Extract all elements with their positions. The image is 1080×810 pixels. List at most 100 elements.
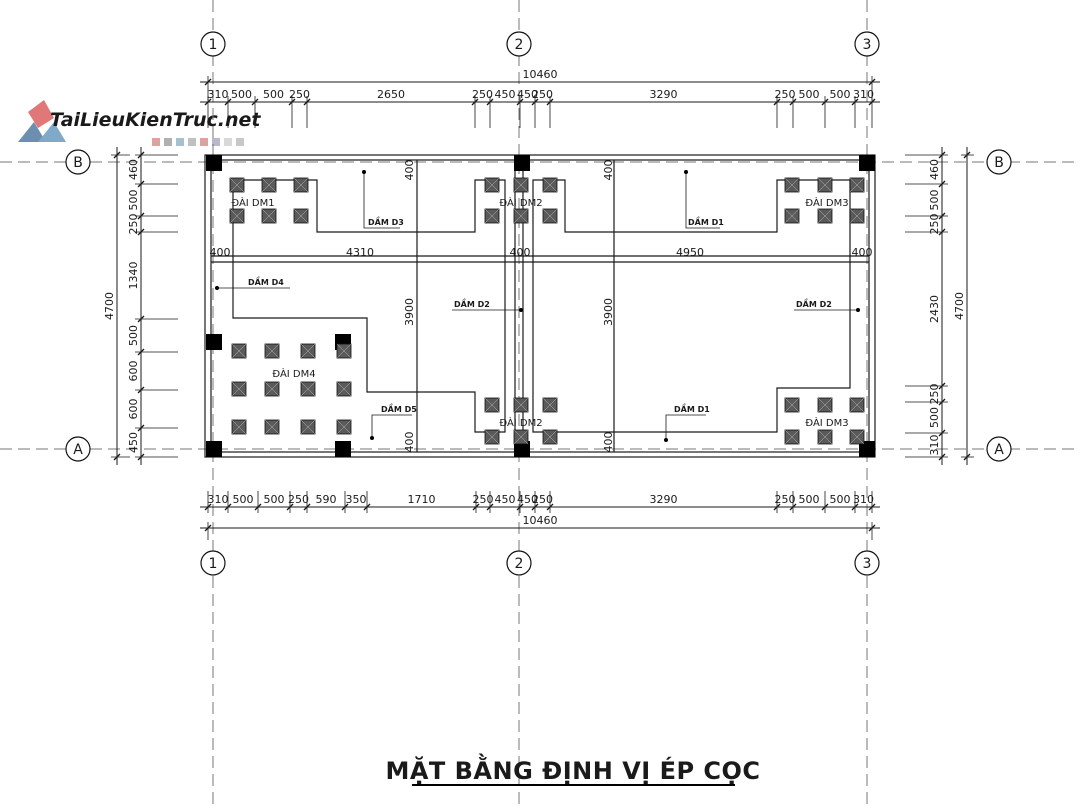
- axis-bubble-3-top: 3: [854, 31, 880, 57]
- dim-right-chain: 500: [928, 190, 941, 211]
- dim-top-chain: 500: [799, 88, 820, 101]
- axis-bubble-b-left: B: [65, 149, 91, 175]
- beam-label-d1-top: DẦM D1: [688, 215, 724, 227]
- dim-right-chain: 310: [928, 435, 941, 456]
- dim-bottom-chain: 350: [346, 493, 367, 506]
- pile: [336, 381, 352, 397]
- axis-bubble-2-bottom: 2: [506, 550, 532, 576]
- pile: [849, 397, 865, 413]
- dim-top-chain: 250: [532, 88, 553, 101]
- dim-bottom-chain: 310: [853, 493, 874, 506]
- dim-top-chain: 310: [208, 88, 229, 101]
- pile: [784, 429, 800, 445]
- pile: [817, 208, 833, 224]
- dim-top-chain: 2650: [377, 88, 405, 101]
- pile: [817, 177, 833, 193]
- dim-top-chain: 450: [517, 88, 538, 101]
- pile: [484, 397, 500, 413]
- dim-top-chain: 250: [289, 88, 310, 101]
- axis-bubble-2-top: 2: [506, 31, 532, 57]
- dim-left-chain: 250: [127, 214, 140, 235]
- dim-bottom-chain: 450: [495, 493, 516, 506]
- dim-top-overall: 10460: [523, 68, 558, 81]
- axis-bubble-1-top: 1: [200, 31, 226, 57]
- axis-bubble-a-left: A: [65, 436, 91, 462]
- cap-label-dm3-top: ĐÀI DM3: [805, 196, 848, 209]
- column-square: [859, 441, 875, 457]
- pile: [231, 419, 247, 435]
- dim-bottom-chain: 1710: [408, 493, 436, 506]
- dim-bottom-chain: 250: [288, 493, 309, 506]
- beam-label-d4: DẦM D4: [248, 275, 284, 287]
- column-square: [335, 441, 351, 457]
- dim-left-span: 4310: [346, 246, 374, 259]
- dim-left-chain: 1340: [127, 262, 140, 290]
- dim-beam-width: 400: [510, 246, 531, 259]
- cap-label-dm4: ĐÀI DM4: [272, 367, 315, 380]
- svg-text:1: 1: [209, 556, 218, 572]
- dim-bottom-chain: 590: [316, 493, 337, 506]
- dim-right-chain: 500: [928, 407, 941, 428]
- cap-label-dm2-top: ĐÀI DM2: [499, 196, 542, 209]
- dim-right-chain: 250: [928, 384, 941, 405]
- pile: [784, 208, 800, 224]
- pile: [513, 429, 529, 445]
- axis-bubble-3-bottom: 3: [854, 550, 880, 576]
- columns: [206, 155, 875, 457]
- dim-top-chain: 500: [231, 88, 252, 101]
- cap-label-dm3-bottom: ĐÀI DM3: [805, 416, 848, 429]
- pile: [231, 381, 247, 397]
- dim-top-chain: 500: [263, 88, 284, 101]
- svg-text:3: 3: [863, 556, 872, 572]
- axis-bubble-b-right: B: [986, 149, 1012, 175]
- dim-span-height: 3900: [602, 298, 615, 326]
- cap-label-dm2-bottom: ĐÀI DM2: [499, 416, 542, 429]
- dim-span-height: 3900: [403, 298, 416, 326]
- dim-top-chain: 310: [853, 88, 874, 101]
- pile: [784, 177, 800, 193]
- pile: [513, 177, 529, 193]
- dim-left-chain: 460: [127, 159, 140, 180]
- drawing-title: MẶT BẰNG ĐỊNH VỊ ÉP CỌC: [385, 752, 760, 786]
- pile: [300, 343, 316, 359]
- pile: [513, 208, 529, 224]
- pile: [849, 177, 865, 193]
- beam-label-d1-bottom: DẦM D1: [674, 402, 710, 414]
- title-text: MẶT BẰNG ĐỊNH VỊ ÉP CỌC: [385, 752, 760, 785]
- watermark-text: TaiLieuKienTruc.net: [50, 109, 261, 131]
- dim-bottom-overall: 10460: [523, 514, 558, 527]
- pile: [264, 343, 280, 359]
- dim-right-span: 4950: [676, 246, 704, 259]
- pile: [542, 397, 558, 413]
- dim-beam-width: 400: [852, 246, 873, 259]
- pile: [229, 177, 245, 193]
- dim-left-chain: 600: [127, 399, 140, 420]
- beam-label-d2-right: DẦM D2: [796, 297, 832, 309]
- pile: [784, 397, 800, 413]
- pile: [229, 208, 245, 224]
- dim-bottom-chain: 500: [233, 493, 254, 506]
- dim-right-chain: 250: [928, 214, 941, 235]
- pile: [264, 381, 280, 397]
- dim-left-chain: 600: [127, 361, 140, 382]
- dim-top-chain: 450: [495, 88, 516, 101]
- dim-beam-width: 400: [602, 160, 615, 181]
- axis-bubble-a-right: A: [986, 436, 1012, 462]
- dim-bottom-chain: 310: [208, 493, 229, 506]
- axis-bubble-1-bottom: 1: [200, 550, 226, 576]
- pile: [261, 208, 277, 224]
- dim-beam-width: 400: [403, 160, 416, 181]
- pile: [336, 343, 352, 359]
- watermark-logo: TaiLieuKienTruc.net: [18, 100, 261, 146]
- dim-left-chain: 500: [127, 325, 140, 346]
- dim-bottom-chain: 450: [517, 493, 538, 506]
- pile: [300, 381, 316, 397]
- pile: [542, 208, 558, 224]
- column-square: [206, 155, 222, 171]
- svg-text:3: 3: [863, 37, 872, 53]
- dim-beam-width: 400: [403, 432, 416, 453]
- column-square: [206, 334, 222, 350]
- dim-bottom-chain: 500: [264, 493, 285, 506]
- dim-bottom-chain: 250: [532, 493, 553, 506]
- pile: [849, 208, 865, 224]
